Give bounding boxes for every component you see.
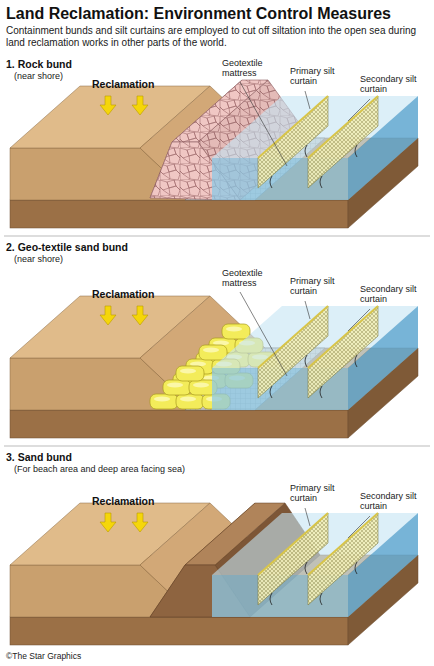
sea-water — [212, 306, 418, 410]
area-label: Reclamation — [92, 495, 154, 508]
panel-divider — [4, 446, 430, 447]
panel-heading: 1. Rock bund — [6, 58, 428, 71]
leader-line — [240, 82, 287, 166]
panel-subheading: (For beach area and deep area facing sea… — [6, 464, 428, 475]
panel-band: 2. Geo-textile sand bund(near shore) — [0, 238, 434, 446]
leader-lines — [305, 301, 370, 331]
ground-block — [10, 296, 418, 438]
silt-curtains — [258, 513, 378, 605]
diagram-title: Land Reclamation: Environment Control Me… — [6, 4, 391, 23]
reclamation-arrows — [100, 96, 148, 115]
area-label: Reclamation — [92, 288, 154, 301]
part-label: Geotextile mattress — [222, 58, 278, 79]
sea-water — [212, 96, 418, 200]
silt-curtains — [258, 96, 378, 188]
sand-bag-bund-scene — [10, 292, 418, 438]
part-label: Primary silt curtain — [290, 483, 346, 504]
leader-line — [240, 292, 287, 376]
panel-band: 3. Sand bund(For beach area and deep are… — [0, 448, 434, 648]
caption-text: Containment bunds and silt curtains are … — [6, 25, 428, 49]
panel-subheading: (near shore) — [6, 254, 428, 265]
sand-bund-scene — [10, 503, 418, 645]
silt-curtains — [258, 306, 378, 398]
area-label: Reclamation — [92, 78, 154, 91]
part-label: Secondary silt curtain — [360, 491, 428, 512]
panel-heading: 3. Sand bund — [6, 451, 428, 464]
leader-lines — [305, 508, 370, 538]
part-label: Primary silt curtain — [290, 276, 346, 297]
ground-block — [10, 503, 418, 645]
part-label: Secondary silt curtain — [360, 284, 428, 305]
panel-divider — [4, 236, 430, 237]
sea-water — [212, 513, 418, 617]
reclamation-arrows — [100, 306, 148, 325]
part-label: Geotextile mattress — [222, 268, 278, 289]
leader-lines — [305, 91, 370, 121]
rock-bund-scene — [10, 80, 418, 228]
reclamation-arrows — [100, 513, 148, 532]
credit-text: ©The Star Graphics — [6, 651, 81, 661]
part-label: Secondary silt curtain — [360, 74, 428, 95]
panel-heading: 2. Geo-textile sand bund — [6, 241, 428, 254]
part-label: Primary silt curtain — [290, 66, 346, 87]
